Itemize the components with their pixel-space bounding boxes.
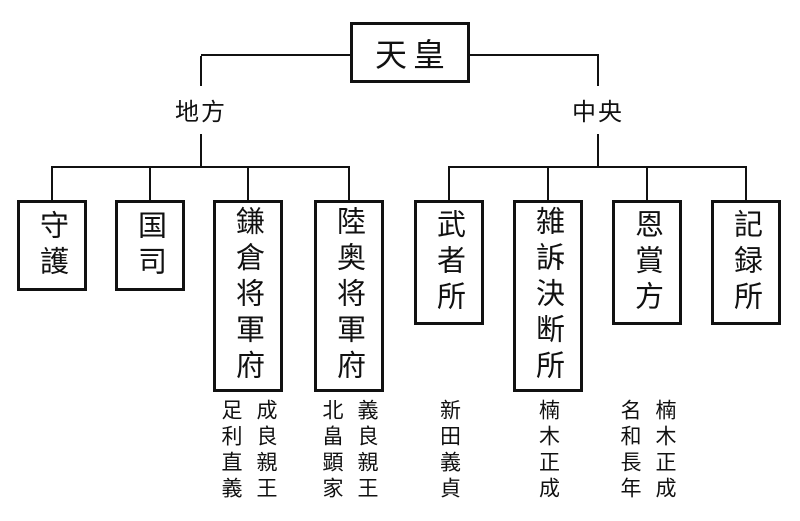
node-zasso-ketsudansho: 雑訴決断所	[513, 200, 583, 392]
node-shugo: 守護	[17, 200, 87, 291]
connector-line	[646, 168, 648, 200]
node-onshogata-label: 恩賞方	[630, 208, 665, 317]
annotation-kamakura-officials-text: 成良親王 足利直義	[219, 399, 278, 503]
node-mutsu-shogunfu: 陸奥将軍府	[314, 200, 384, 392]
connector-line	[597, 134, 599, 168]
connector-line	[200, 134, 202, 168]
connector-line	[247, 168, 249, 200]
node-zasso-ketsudansho-label: 雑訴決断所	[531, 206, 566, 386]
node-kirokusho-label: 記録所	[729, 208, 764, 317]
branch-label-regional: 地方	[159, 92, 243, 126]
node-kamakura-shogunfu: 鎌倉将軍府	[213, 200, 283, 392]
connector-line	[597, 56, 599, 86]
node-mushadokoro-label: 武者所	[432, 208, 467, 317]
node-kokushi-label: 国司	[133, 209, 168, 282]
connector-line	[745, 168, 747, 200]
annotation-onshogata-officials-text: 楠木正成 名和長年	[618, 399, 677, 503]
connector-line	[448, 166, 747, 168]
node-onshogata: 恩賞方	[612, 200, 682, 325]
node-kamakura-shogunfu-label: 鎌倉将軍府	[231, 206, 266, 386]
node-emperor-label: 天皇	[374, 35, 451, 74]
node-kokushi: 国司	[115, 200, 185, 291]
node-kirokusho: 記録所	[711, 200, 781, 325]
connector-line	[448, 168, 450, 200]
connector-line	[149, 168, 151, 200]
annotation-zasso-officials: 楠木正成	[508, 399, 588, 513]
branch-label-central: 中央	[556, 92, 640, 126]
connector-line	[51, 166, 350, 168]
node-emperor: 天皇	[350, 22, 470, 83]
annotation-kamakura-officials: 成良親王 足利直義	[208, 399, 288, 513]
connector-line	[200, 56, 202, 86]
node-mushadokoro: 武者所	[414, 200, 484, 325]
connector-line	[51, 168, 53, 200]
annotation-zasso-officials-text: 楠木正成	[536, 399, 561, 503]
annotation-mutsu-officials: 義良親王 北畠顕家	[309, 399, 389, 513]
node-mutsu-shogunfu-label: 陸奥将軍府	[332, 206, 367, 386]
annotation-onshogata-officials: 楠木正成 名和長年	[607, 399, 687, 513]
node-shugo-label: 守護	[35, 209, 70, 282]
connector-line	[201, 54, 350, 56]
annotation-mutsu-officials-text: 義良親王 北畠顕家	[320, 399, 379, 503]
connector-line	[470, 54, 599, 56]
connector-line	[348, 168, 350, 200]
annotation-mushadokoro-officials: 新田義貞	[409, 399, 489, 513]
connector-line	[547, 168, 549, 200]
annotation-mushadokoro-officials-text: 新田義貞	[437, 399, 462, 503]
